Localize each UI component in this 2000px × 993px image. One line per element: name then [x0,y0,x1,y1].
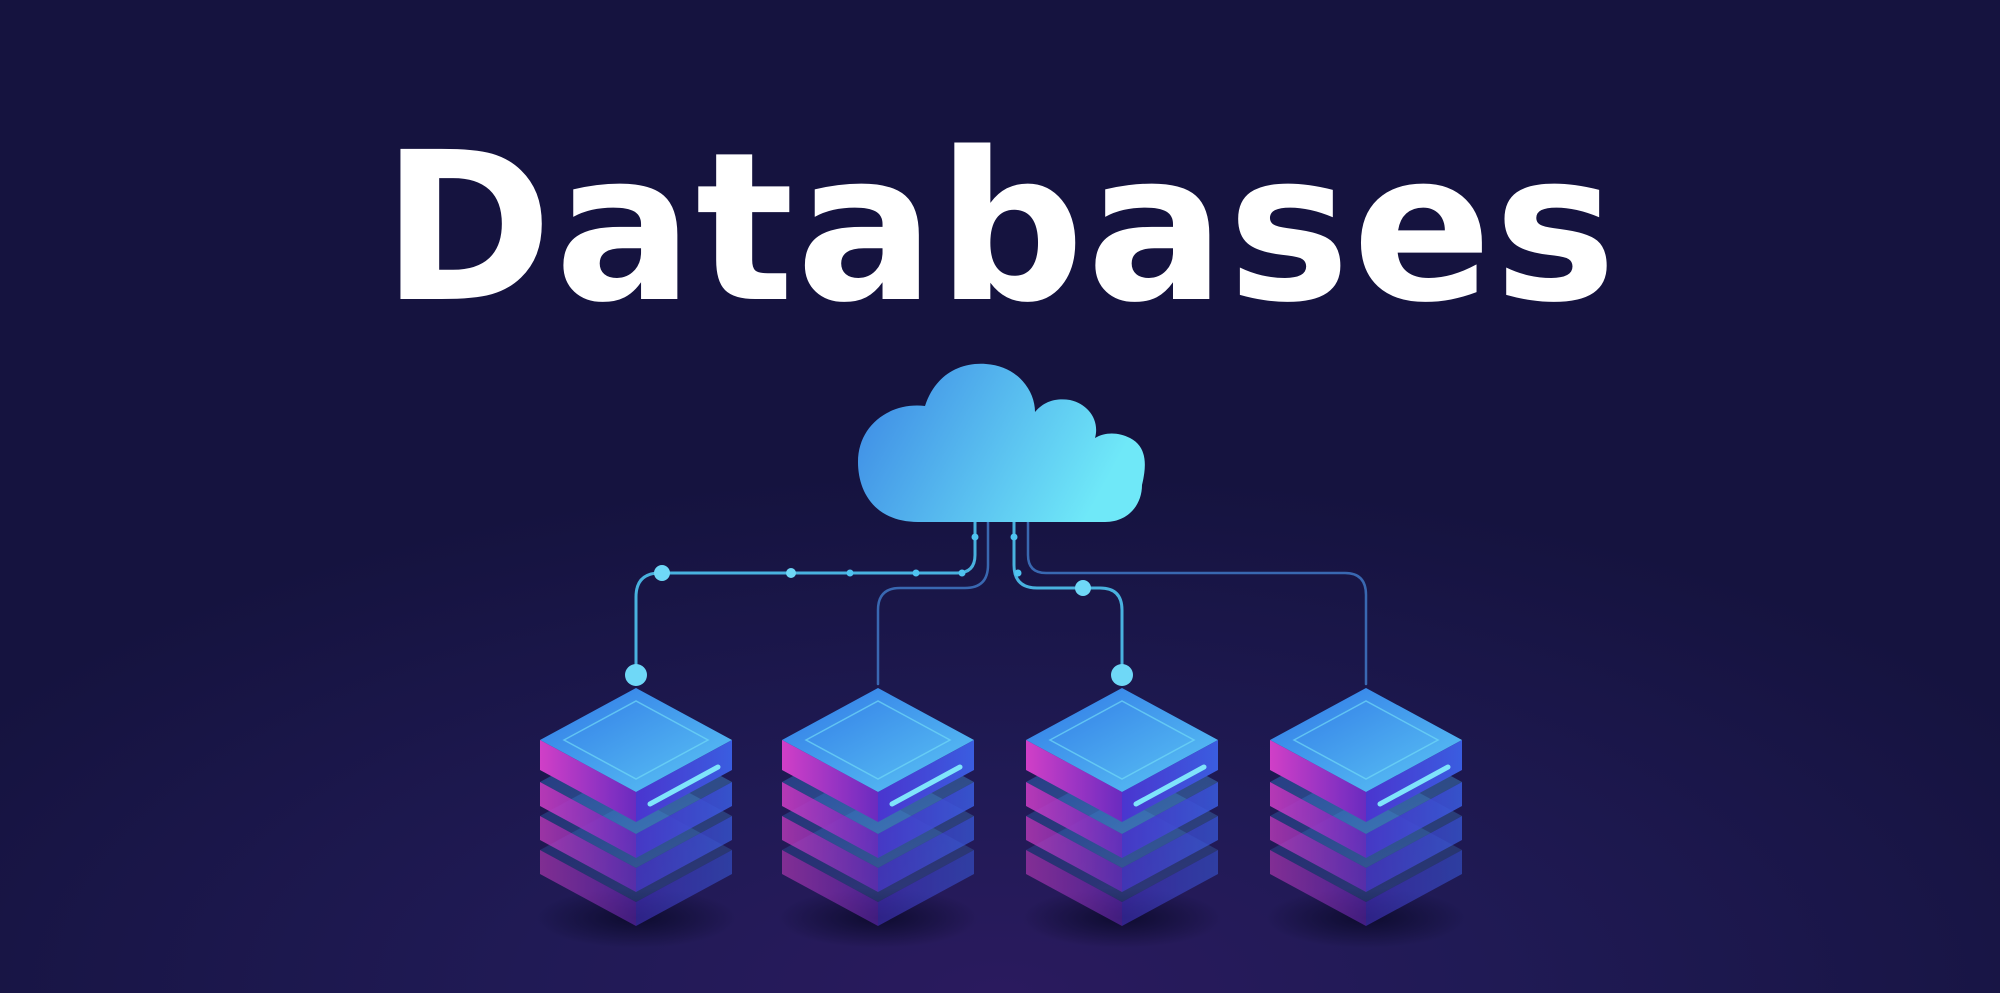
database-server-icon [1266,688,1466,948]
cloud-icon [858,363,1145,522]
database-server-icon [536,688,736,948]
page-title: Databases [381,108,1619,348]
database-server-icon [778,688,978,948]
connector-lines [634,518,1368,686]
database-server-icon [1022,688,1222,948]
connector-dots [625,533,1133,686]
